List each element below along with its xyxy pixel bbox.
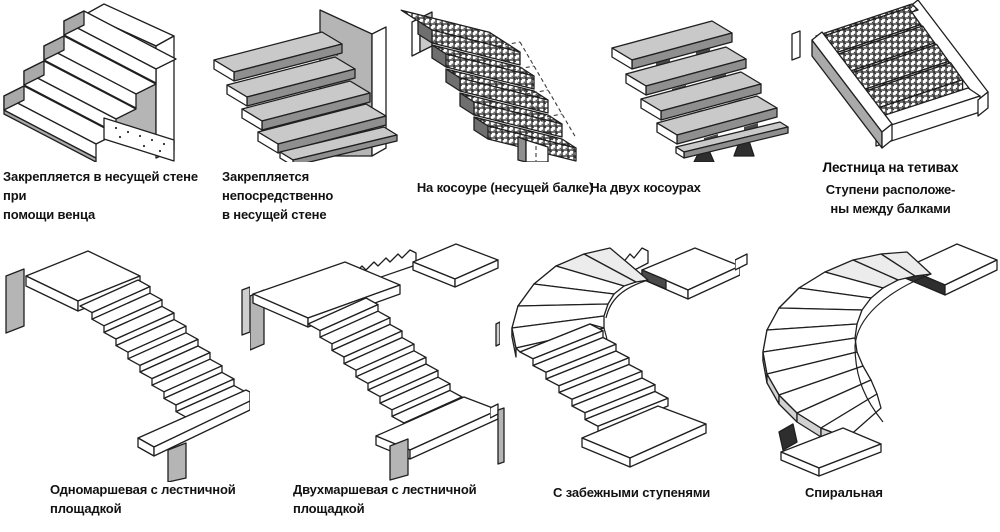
figure-caption: На двух косоурах bbox=[590, 180, 701, 195]
figure-caption: Спиральная bbox=[805, 485, 883, 500]
figure-title: Лестница на тетивах bbox=[822, 160, 959, 175]
figure-caption: Ступени расположе- ны между балками bbox=[825, 182, 956, 216]
figure-caption: Одномаршевая с лестничной площадкой bbox=[50, 482, 236, 516]
figure-caption: С забежными ступенями bbox=[553, 485, 711, 500]
stairs-winder-illustration bbox=[489, 232, 741, 482]
figure-caption: На косоуре (несущей балке) bbox=[416, 180, 594, 195]
stairs-strings-illustration bbox=[790, 0, 995, 162]
figure-caption: Двухмаршевая с лестничной площадкой bbox=[293, 482, 477, 516]
stairs-wall-crown-illustration bbox=[0, 0, 200, 163]
figure-caption: Закрепляется в несущей стене при помощи … bbox=[3, 169, 198, 222]
stairs-single-flight-landing-illustration bbox=[0, 232, 251, 483]
stairs-spiral-illustration bbox=[734, 232, 1000, 482]
stairs-cantilever-wall-illustration bbox=[200, 0, 400, 167]
stairs-double-flight-landing-illustration bbox=[249, 232, 501, 482]
stairs-two-stringers-illustration bbox=[600, 0, 790, 163]
stairs-single-stringer-illustration bbox=[400, 0, 600, 163]
figure-caption: Закрепляется непосредственно в несущей с… bbox=[222, 169, 334, 222]
